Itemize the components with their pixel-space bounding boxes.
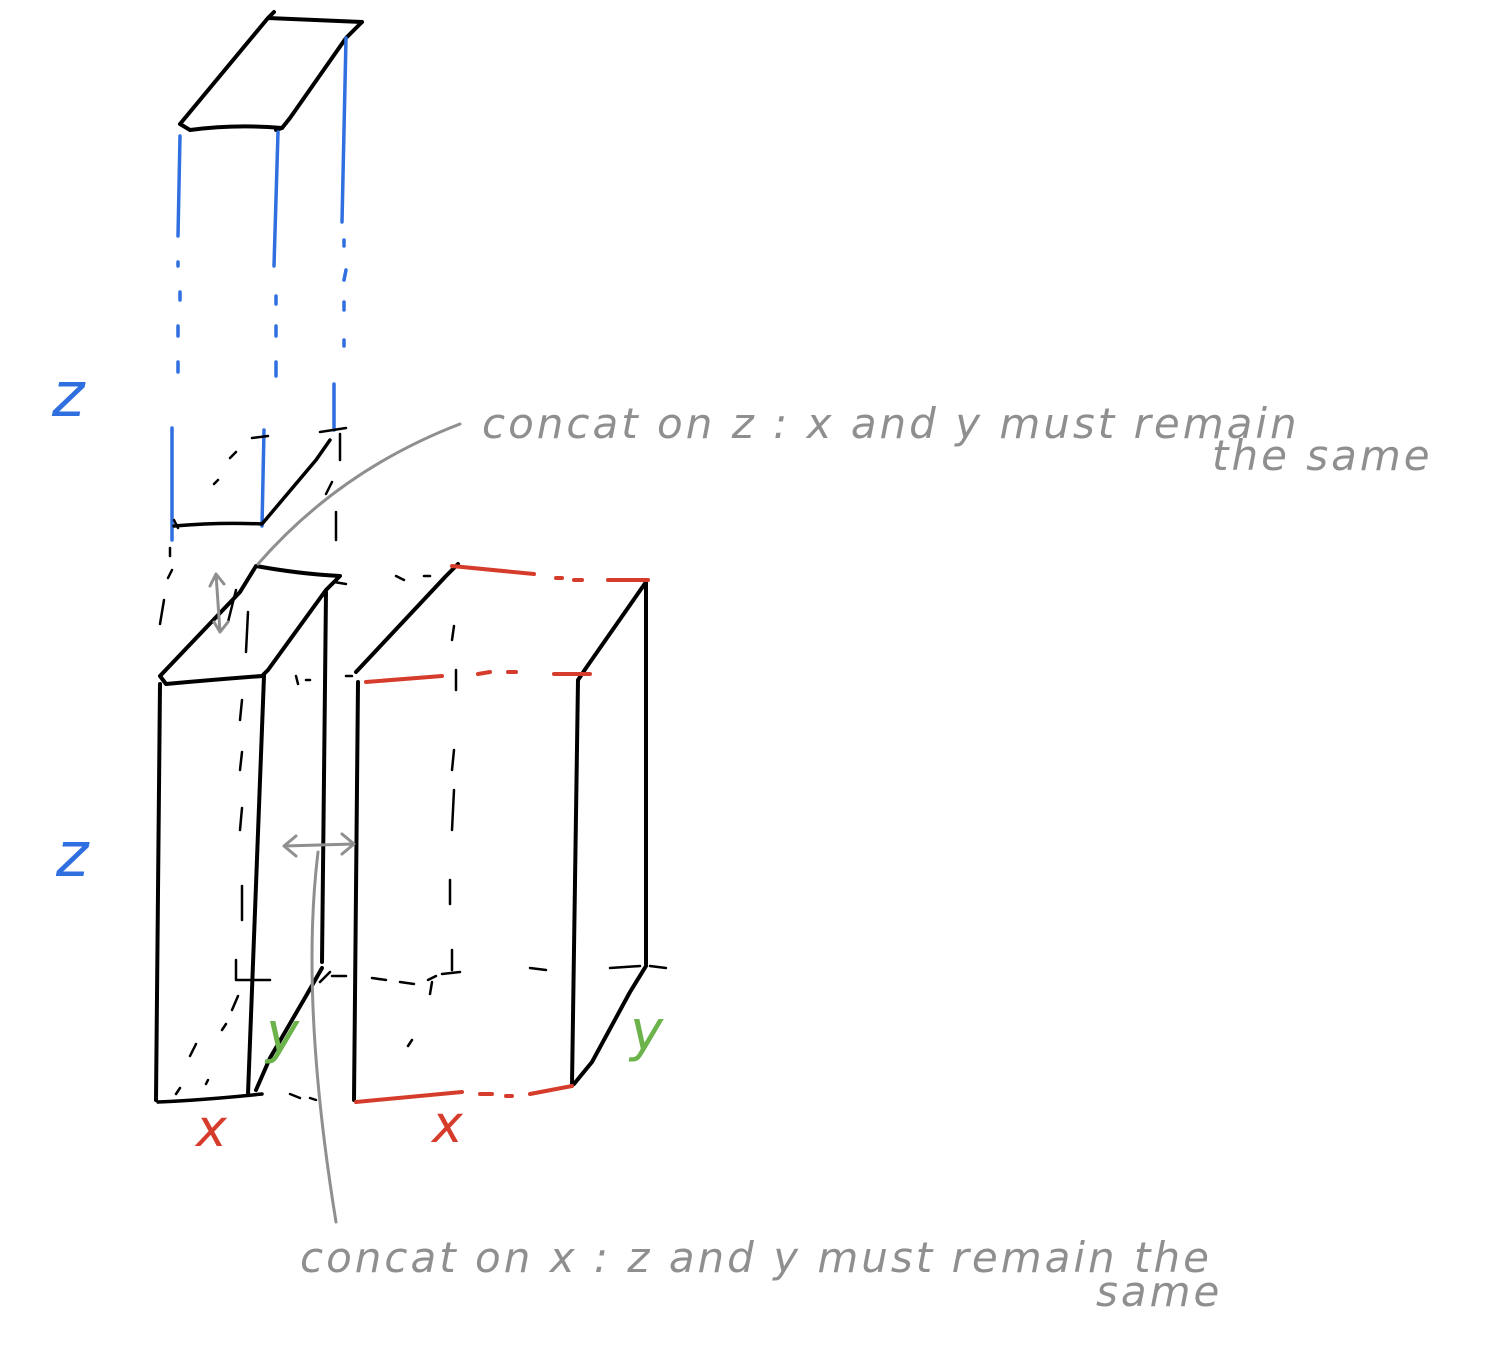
left-block-hidden-edges <box>158 568 348 1102</box>
concat-z-note-line2: the same <box>1212 431 1433 480</box>
top-block-bottom <box>172 438 332 528</box>
right-block-x-bottom <box>354 1084 574 1104</box>
z-concat-arrow <box>208 572 230 634</box>
annotation-arrows <box>208 422 462 1224</box>
concat-x-note-line2: same <box>1096 1267 1222 1316</box>
z-label-bottom: z <box>55 818 90 891</box>
y-label-right: y <box>628 999 664 1064</box>
top-block-edge-left <box>170 134 182 542</box>
x-label-left: x <box>194 1099 228 1159</box>
z-label-top: z <box>51 358 86 431</box>
z-concat-leader <box>256 422 462 566</box>
concat-x-note-line1: concat on x : z and y must remain the <box>300 1233 1212 1282</box>
left-block-top-face <box>158 564 342 686</box>
top-block-edge-right <box>332 36 348 432</box>
concat-z-note-line1: concat on z : x and y must remain <box>482 399 1300 448</box>
right-block-x-top-front <box>364 670 592 684</box>
y-label-left: y <box>264 1001 300 1066</box>
bottom-right-block <box>330 562 668 1104</box>
x-concat-leader <box>310 850 338 1224</box>
right-block-x-top-back <box>450 564 650 582</box>
x-label-right: x <box>430 1095 464 1155</box>
top-block-top-face <box>178 10 364 132</box>
right-block-outline <box>352 562 648 1102</box>
top-block-hidden-edges <box>168 426 348 558</box>
x-concat-arrow <box>282 832 356 858</box>
left-block-front-edges <box>154 590 328 1102</box>
bottom-left-block <box>154 564 348 1104</box>
top-block <box>168 10 364 558</box>
right-block-hidden-edges <box>330 574 668 1048</box>
left-block-bottom <box>156 1092 264 1104</box>
top-block-edge-middle <box>260 130 280 528</box>
